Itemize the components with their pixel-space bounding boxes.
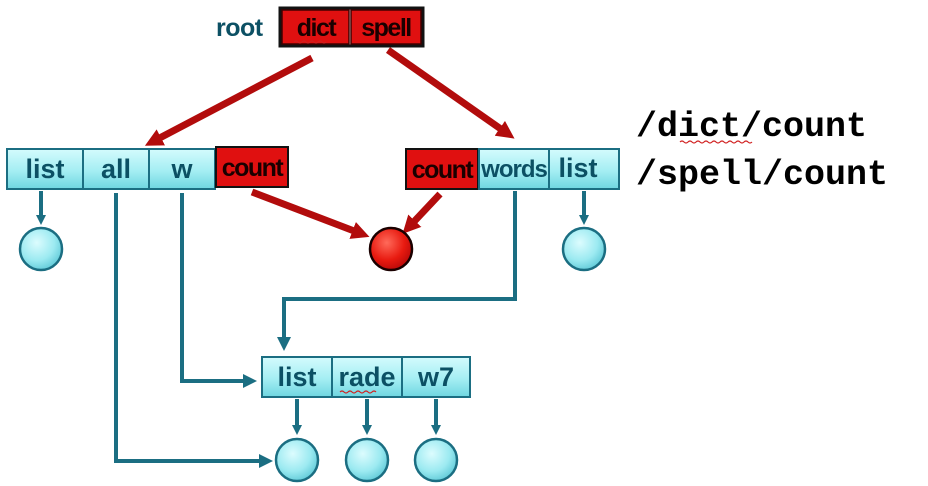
bottom-cell-w7	[401, 356, 471, 398]
left-cell-all-label: all	[101, 154, 131, 184]
arrow-right-count-to-circle	[402, 191, 443, 234]
bottom-cell-rade-label: rade	[338, 362, 395, 392]
left-cell-list-label: list	[25, 154, 64, 184]
arrow-left-count-to-circle	[250, 188, 370, 239]
left-cell-list	[6, 148, 84, 190]
root-cell-dict	[281, 9, 350, 45]
right-cell-list-label: list	[558, 153, 597, 183]
right-cell-words-label: words	[480, 156, 547, 183]
spellcheck-underline-path	[679, 140, 753, 144]
left-node: list all w count	[6, 146, 289, 190]
right-cell-list	[548, 148, 620, 190]
root-label: root	[216, 14, 264, 42]
shared-count-circle	[368, 226, 414, 272]
right-cell-words	[478, 148, 550, 190]
right-cell-count	[407, 150, 477, 188]
left-cell-count-label: count	[222, 154, 285, 182]
right-node: count words list	[405, 148, 620, 190]
bottom-cell-w7-label: w7	[417, 362, 454, 392]
bottom-w7-circle	[413, 437, 459, 483]
bottom-list-circle	[274, 437, 320, 483]
left-cell-all	[82, 148, 150, 190]
spellcheck-underline-rade	[339, 390, 377, 394]
arrow-spell-to-right-node	[385, 47, 515, 139]
root-cell-spell	[350, 9, 422, 45]
right-cell-count-label: count	[412, 156, 475, 184]
root-cell-spell-label: spell	[361, 14, 411, 42]
bottom-rade-circle	[344, 437, 390, 483]
spellcheck-underline	[293, 40, 327, 44]
left-list-circle	[18, 226, 64, 272]
bottom-cell-list	[261, 356, 333, 398]
left-cell-count	[217, 148, 287, 186]
path-spell-count: /spell/count	[636, 155, 888, 195]
bottom-cell-rade	[331, 356, 403, 398]
bottom-node: list rade w7	[261, 356, 471, 398]
root-cell-dict-label: dict	[297, 14, 338, 42]
path-dict-count: /dict/count	[636, 107, 867, 147]
root-node: dict spell	[278, 6, 425, 48]
arrow-dict-to-left-node	[144, 54, 314, 146]
arrow-all-to-bottom-circle	[114, 193, 273, 468]
bottom-cell-list-label: list	[277, 362, 316, 392]
arrow-words-to-bottom-node	[277, 191, 517, 351]
arrow-w-to-bottom-node	[180, 193, 257, 388]
left-cell-w-label: w	[170, 154, 193, 184]
right-list-circle	[561, 226, 607, 272]
